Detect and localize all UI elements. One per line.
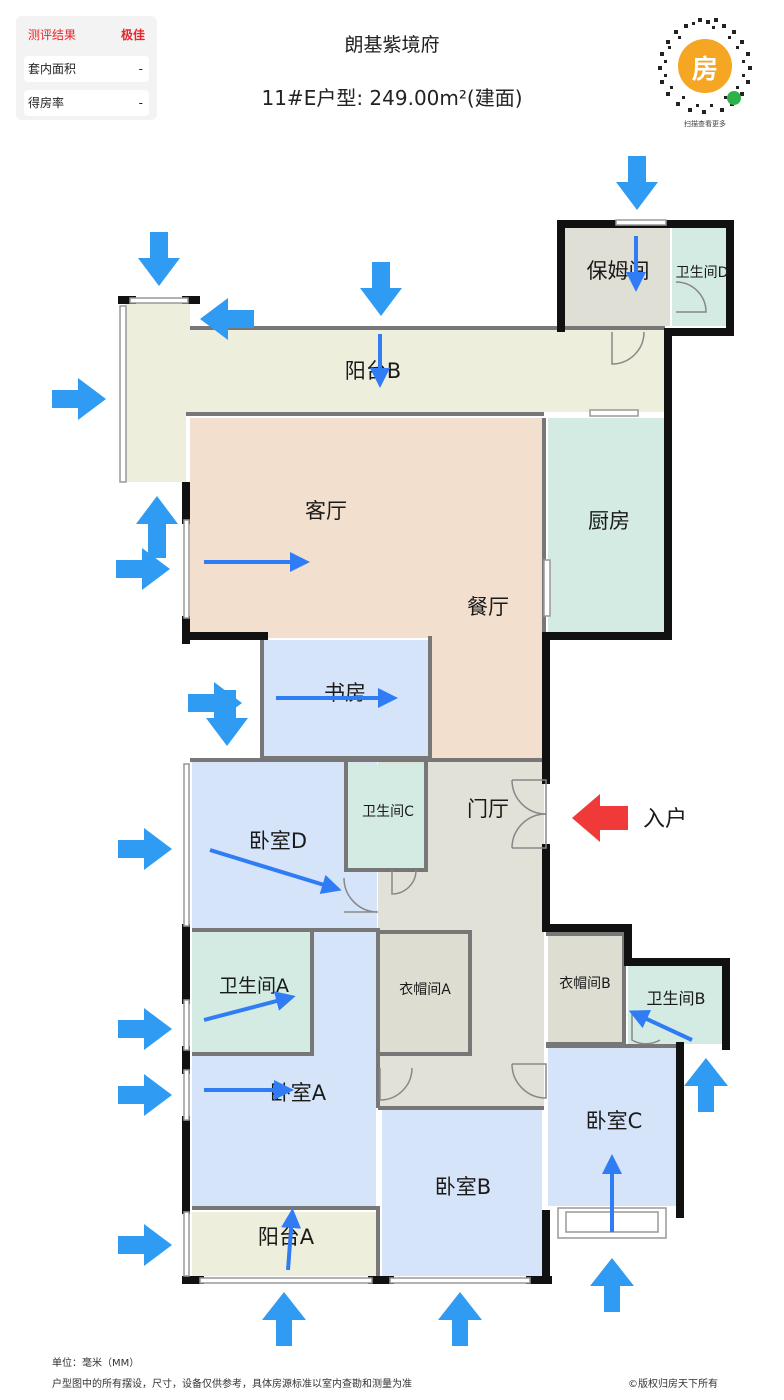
room-labels: 阳台B 保姆间 卫生间D 客厅 厨房 餐厅 书房 门厅 入户 卧室D 卫生间C …	[219, 259, 728, 1249]
label-bedroom-b: 卧室B	[435, 1175, 491, 1199]
wind-arrow-icon	[118, 828, 172, 870]
balcony-b-fill	[125, 300, 665, 482]
evaluation-header: 测评结果 极佳	[24, 24, 149, 46]
airflow-arrow-icon	[203, 991, 296, 1022]
exterior-walls	[118, 220, 734, 1284]
label-bedroom-a: 卧室A	[270, 1081, 327, 1105]
efficiency-label: 得房率	[28, 96, 65, 110]
unit-note: 单位：毫米（MM）	[52, 1358, 140, 1369]
wind-arrow-icon	[200, 298, 254, 340]
entry-arrow-icon	[572, 794, 628, 842]
bedroom-b-fill	[382, 1110, 542, 1276]
label-bedroom-c: 卧室C	[586, 1109, 643, 1133]
efficiency-row: 得房率 -	[24, 90, 149, 116]
copyright: ©版权归房天下所有	[628, 1379, 718, 1390]
wind-arrow-icon	[684, 1058, 728, 1112]
unit-type-title: 11#E户型: 249.00m²(建面)	[261, 86, 523, 110]
label-balcony-b: 阳台B	[345, 359, 401, 383]
wind-arrow-icon	[136, 496, 178, 558]
label-bedroom-d: 卧室D	[249, 829, 307, 853]
wind-arrow-icon	[116, 548, 170, 590]
label-balcony-a: 阳台A	[258, 1225, 315, 1249]
wind-arrow-icon	[360, 262, 402, 316]
label-entry: 入户	[643, 807, 687, 832]
windows	[119, 219, 667, 1284]
wind-arrow-icon	[52, 378, 106, 420]
label-bath-c: 卫生间C	[362, 804, 414, 820]
wind-arrow-icon	[616, 156, 658, 210]
label-bath-d: 卫生间D	[676, 265, 729, 281]
evaluation-grade: 极佳	[120, 28, 145, 42]
usable-area-label: 套内面积	[28, 62, 77, 76]
qr-code[interactable]: 房 扫描查看更多	[654, 16, 756, 128]
label-bath-a: 卫生间A	[219, 975, 289, 997]
bath-c-fill	[348, 764, 424, 868]
label-study: 书房	[324, 681, 366, 705]
closet-a-fill	[380, 932, 468, 1052]
wind-arrows	[52, 156, 728, 1346]
doors	[343, 281, 707, 1101]
airflow-arrow-icon	[209, 848, 342, 895]
label-bath-b: 卫生间B	[647, 989, 706, 1008]
efficiency-value: -	[138, 96, 143, 110]
closet-b-fill	[548, 934, 624, 1042]
wind-arrow-icon	[118, 1224, 172, 1266]
evaluation-card: 测评结果 极佳 套内面积 - 得房率 -	[16, 16, 157, 120]
label-closet-b: 衣帽间B	[559, 976, 611, 992]
airflow-arrow-icon	[281, 1208, 302, 1271]
airflow-lines	[203, 236, 693, 1271]
wind-arrow-icon	[206, 690, 248, 746]
label-dining-room: 餐厅	[467, 595, 509, 619]
bedroom-a-fill	[192, 932, 376, 1208]
living-dining-fill	[190, 418, 544, 760]
wind-arrow-icon	[138, 232, 180, 286]
usable-area-value: -	[138, 62, 143, 76]
project-title: 朗基紫境府	[344, 34, 440, 56]
wind-arrow-icon	[118, 1008, 172, 1050]
wind-arrow-icon	[262, 1292, 306, 1346]
wind-arrow-icon	[438, 1292, 482, 1346]
evaluation-title: 测评结果	[28, 28, 77, 42]
label-foyer: 门厅	[467, 797, 509, 821]
disclaimer: 户型图中的所有摆设，尺寸，设备仅供参考，具体房源标准以室内查勘和测量为准	[52, 1379, 412, 1390]
nanny-room-fill	[565, 228, 670, 326]
label-closet-a: 衣帽间A	[399, 982, 451, 998]
bath-d-fill	[672, 228, 726, 326]
label-living-room: 客厅	[305, 499, 347, 523]
wind-arrow-icon	[590, 1258, 634, 1312]
wind-arrow-icon	[118, 1074, 172, 1116]
usable-area-row: 套内面积 -	[24, 56, 149, 82]
kitchen-fill	[548, 418, 666, 632]
qr-caption: 扫描查看更多	[684, 120, 726, 128]
label-kitchen: 厨房	[588, 509, 630, 533]
label-nanny-room: 保姆间	[587, 259, 650, 283]
airflow-arrow-icon	[628, 1009, 693, 1042]
wind-arrow-icon	[188, 682, 242, 724]
qr-center-icon: 房	[691, 55, 718, 85]
qr-code-graphic	[658, 18, 752, 114]
